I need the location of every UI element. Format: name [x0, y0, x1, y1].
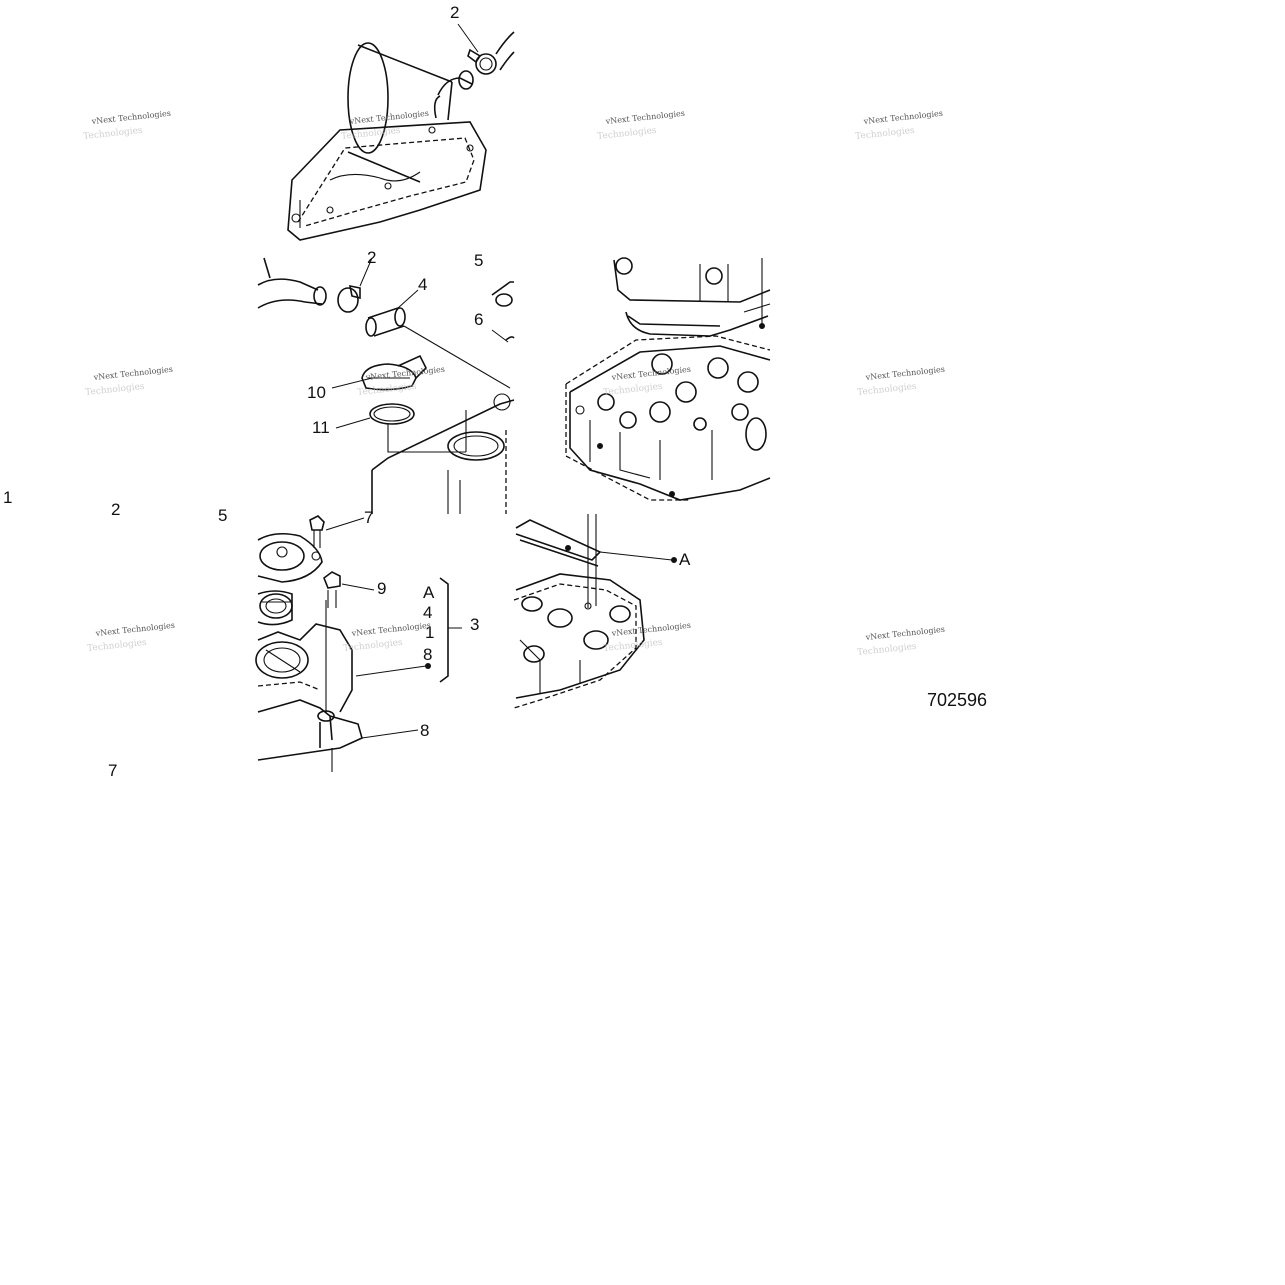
- svg-text:vNext Technologies: vNext Technologies: [610, 365, 691, 382]
- watermark-logo: Technologies vNext Technologies: [855, 109, 943, 142]
- callout-2-top: 2: [450, 3, 459, 22]
- oil-cap-hose-drawing: [257, 257, 515, 514]
- callout-6-middle: 6: [474, 310, 483, 329]
- watermark-logo: Technologies vNext Technologies: [857, 625, 945, 658]
- callout-2-middle: 2: [367, 248, 376, 267]
- callout-5-middle: 5: [474, 251, 483, 270]
- svg-text:Technologies: Technologies: [855, 126, 916, 142]
- callout-11-middle: 11: [312, 418, 330, 437]
- watermark-logo: Technologies vNext Technologies: [85, 365, 173, 398]
- callout-A-right: A: [679, 550, 691, 569]
- svg-text:Technologies: Technologies: [857, 642, 918, 658]
- callout-1-edge: 1: [3, 488, 12, 507]
- callout-10-middle: 10: [307, 383, 326, 402]
- watermark-logo: Technologies vNext Technologies: [603, 621, 691, 654]
- callout-labels: 2 2 4 5 6 10 11 7 9 A 4 1 8 3 8 A 1 2 5 …: [3, 3, 691, 780]
- svg-text:Technologies: Technologies: [83, 126, 144, 142]
- svg-text:Technologies: Technologies: [343, 638, 404, 654]
- svg-text:vNext Technologies: vNext Technologies: [864, 365, 945, 382]
- svg-text:vNext Technologies: vNext Technologies: [350, 621, 431, 638]
- callout-9-bottom: 9: [377, 579, 386, 598]
- cylinder-head-drawing: [565, 257, 771, 501]
- callout-2-edge: 2: [111, 500, 120, 519]
- watermark-grid: Technologies vNext Technologies Technolo…: [83, 109, 945, 658]
- svg-text:vNext Technologies: vNext Technologies: [94, 621, 175, 638]
- svg-text:vNext Technologies: vNext Technologies: [604, 109, 685, 126]
- svg-text:Technologies: Technologies: [603, 382, 664, 398]
- callout-5-edge: 5: [218, 506, 227, 525]
- svg-text:vNext Technologies: vNext Technologies: [864, 625, 945, 642]
- svg-text:Technologies: Technologies: [857, 382, 918, 398]
- watermark-logo: Technologies vNext Technologies: [603, 365, 691, 398]
- svg-text:Technologies: Technologies: [87, 638, 148, 654]
- svg-text:Technologies: Technologies: [357, 382, 418, 398]
- svg-text:Technologies: Technologies: [341, 126, 402, 142]
- svg-text:vNext Technologies: vNext Technologies: [862, 109, 943, 126]
- svg-text:Technologies: Technologies: [85, 382, 146, 398]
- callout-8-bottom-b: 8: [420, 721, 429, 740]
- callout-8-bottom-a: 8: [423, 645, 432, 664]
- callout-3-bottom: 3: [470, 615, 479, 634]
- callout-A-bottom: A: [423, 583, 435, 602]
- valve-cover-bolts-drawing: [255, 515, 462, 772]
- watermark-logo: Technologies vNext Technologies: [87, 621, 175, 654]
- watermark-logo: Technologies vNext Technologies: [83, 109, 171, 142]
- callout-4-middle: 4: [418, 275, 427, 294]
- watermark-logo: Technologies vNext Technologies: [357, 365, 445, 398]
- watermark-logo: Technologies vNext Technologies: [343, 621, 431, 654]
- callout-7-edge: 7: [108, 761, 117, 780]
- svg-text:vNext Technologies: vNext Technologies: [92, 365, 173, 382]
- svg-text:vNext Technologies: vNext Technologies: [90, 109, 171, 126]
- figure-number: 702596: [927, 690, 987, 710]
- breather-housing-drawing: [287, 23, 515, 241]
- svg-text:vNext Technologies: vNext Technologies: [610, 621, 691, 638]
- svg-text:Technologies: Technologies: [603, 638, 664, 654]
- svg-text:vNext Technologies: vNext Technologies: [348, 109, 429, 126]
- watermark-logo: Technologies vNext Technologies: [597, 109, 685, 142]
- callout-4-bottom: 4: [423, 603, 432, 622]
- watermark-logo: Technologies vNext Technologies: [857, 365, 945, 398]
- svg-text:Technologies: Technologies: [597, 126, 658, 142]
- callout-7-bottom: 7: [364, 508, 373, 527]
- callout-1-bottom: 1: [425, 623, 434, 642]
- head-gasket-detail-drawing: [513, 514, 677, 709]
